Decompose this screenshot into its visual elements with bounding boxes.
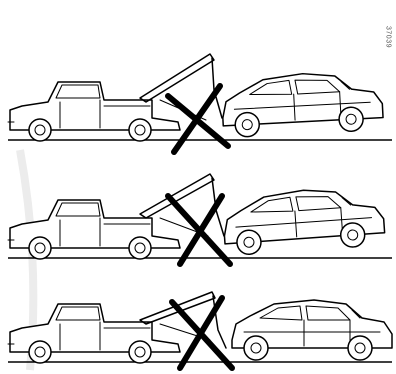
tow-truck (8, 200, 180, 259)
towed-car (221, 70, 384, 138)
tow-truck (8, 82, 180, 141)
towed-car (222, 185, 386, 256)
scene-3 (8, 292, 392, 368)
scene-2 (8, 174, 392, 264)
prohibited-x-mark (172, 298, 232, 368)
prohibited-x-mark (168, 196, 230, 264)
prohibited-x-mark (168, 86, 228, 152)
towed-car (232, 300, 392, 360)
scene-1 (8, 54, 392, 152)
figure-reference-code: 37039 (383, 12, 393, 62)
